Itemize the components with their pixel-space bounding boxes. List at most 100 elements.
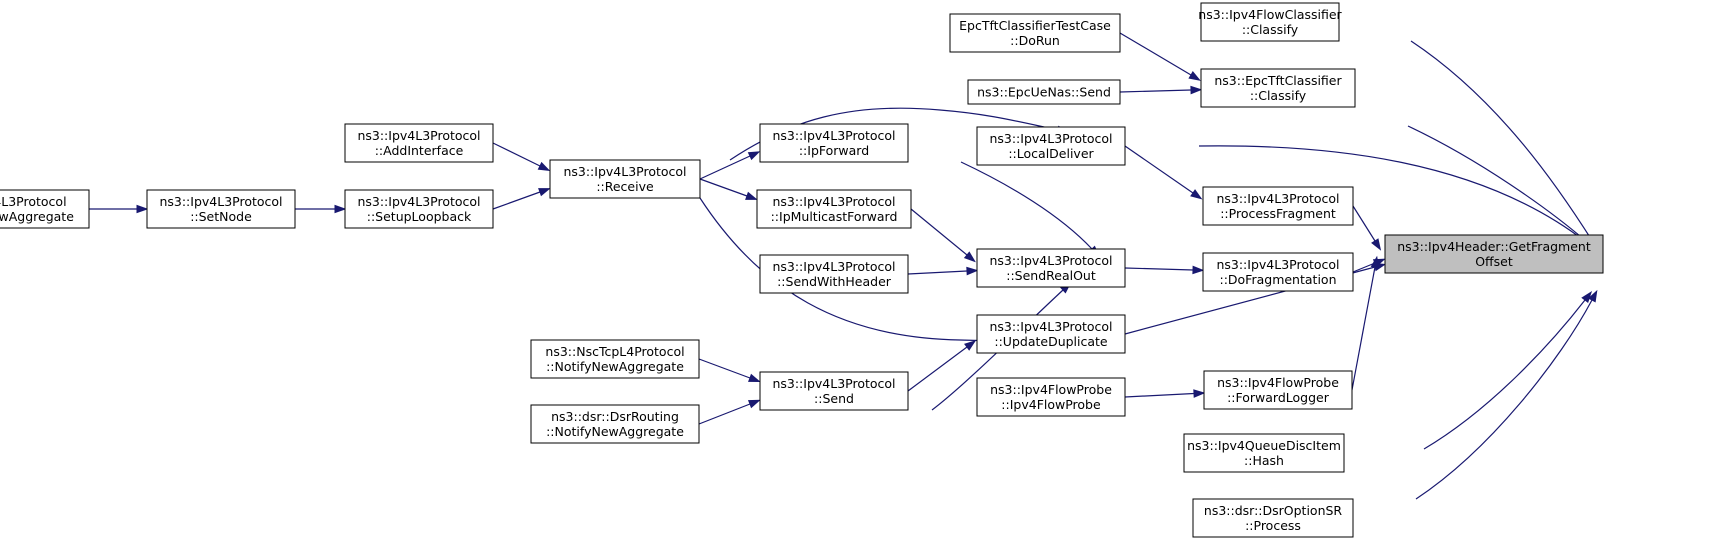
node-box [530,339,700,379]
node-label-line: Offset [1475,254,1513,269]
arrowhead [748,373,761,383]
edge-line [1124,145,1194,194]
edge-l3-send-to-l3-updateduplicate [907,340,977,392]
node-l3-sendwithheader[interactable]: ns3::Ipv4L3Protocol::SendWithHeader [759,254,909,294]
node-l3-setuploopback[interactable]: ns3::Ipv4L3Protocol::SetupLoopback [344,189,494,229]
node-label-line: ::Process [1245,518,1301,533]
node-label-line: ns3::Ipv4L3Protocol [357,194,480,209]
node-l3-updateduplicate[interactable]: ns3::Ipv4L3Protocol::UpdateDuplicate [976,314,1126,354]
node-l3-addinterface[interactable]: ns3::Ipv4L3Protocol::AddInterface [344,123,494,163]
node-box [759,123,909,163]
node-flowprobe-ctor[interactable]: ns3::Ipv4FlowProbe::Ipv4FlowProbe [976,377,1126,417]
edge-line [699,155,751,180]
edge-line [1423,299,1586,450]
node-label-line: ::SendRealOut [1006,268,1096,283]
node-box [1202,252,1354,292]
edge-line [1124,392,1195,398]
node-l3-sendrealout[interactable]: ns3::Ipv4L3Protocol::SendRealOut [976,248,1126,288]
arrowhead [1370,255,1380,269]
node-label-line: ::SetupLoopback [367,209,472,224]
edge-l3-ipforward-to-l3-sendrealout [960,161,1100,258]
arrowhead [1190,189,1203,200]
node-label-line: ::IpMulticastForward [771,209,898,224]
node-label-line: ns3::NscTcpL4Protocol [545,344,684,359]
node-label-line: ns3::Ipv4L3Protocol [1216,191,1339,206]
node-box [146,189,296,229]
node-l3-notifynewaggregate[interactable]: ns3::Ipv4L3Protocol::NotifyNewAggregate [0,189,90,229]
node-box [1183,433,1345,473]
node-l3-send[interactable]: ns3::Ipv4L3Protocol::Send [759,371,909,411]
node-dsroptionsr-process[interactable]: ns3::dsr::DsrOptionSR::Process [1192,498,1354,538]
node-label-line: ns3::Ipv4FlowProbe [1217,375,1339,390]
arrowhead [1190,85,1203,95]
node-l3-processfragment[interactable]: ns3::Ipv4L3Protocol::ProcessFragment [1202,186,1354,226]
edge-dsrrouting-notifynewaggregate-to-l3-send [698,399,761,425]
node-label-line: ns3::Ipv4L3Protocol [1216,257,1339,272]
node-flowprobe-forwardlogger[interactable]: ns3::Ipv4FlowProbe::ForwardLogger [1203,370,1353,410]
arrowhead [964,340,977,351]
node-box [967,79,1121,105]
node-label-line: ::LocalDeliver [1008,146,1094,161]
arrowhead [963,251,976,263]
node-l3-receive[interactable]: ns3::Ipv4L3Protocol::Receive [549,159,701,199]
node-label-line: ns3::EpcUeNas::Send [977,85,1111,100]
node-box [1192,498,1354,538]
edge-line [492,191,541,210]
node-queuedisc-hash[interactable]: ns3::Ipv4QueueDiscItem::Hash [1183,433,1345,473]
arrowhead [747,399,761,409]
node-nsctcp-notifynewaggregate[interactable]: ns3::NscTcpL4Protocol::NotifyNewAggregat… [530,339,700,379]
node-label-line: ns3::EpcTftClassifier [1214,73,1342,88]
node-l3-dofragmentation[interactable]: ns3::Ipv4L3Protocol::DoFragmentation [1202,252,1354,292]
node-box [549,159,701,199]
node-label-line: ::SendWithHeader [777,274,892,289]
node-box [976,126,1126,166]
node-label-line: ns3::Ipv4L3Protocol [772,259,895,274]
arrowhead [136,204,149,214]
node-l3-setnode[interactable]: ns3::Ipv4L3Protocol::SetNode [146,189,296,229]
node-label-line: EpcTftClassifierTestCase [959,18,1111,33]
edge-epcuenas-send-to-epctft-classify [1119,85,1203,95]
node-label-line: ns3::Ipv4FlowClassifier [1198,7,1342,22]
edge-flowprobe-ctor-to-flowprobe-forwardlogger [1124,389,1206,398]
node-dsrrouting-notifynewaggregate[interactable]: ns3::dsr::DsrRouting::NotifyNewAggregate [530,404,700,444]
node-label-line: ns3::dsr::DsrRouting [551,409,679,424]
node-flowclassifier-classify[interactable]: ns3::Ipv4FlowClassifier::Classify [1198,2,1343,42]
edge-flowclassifier-classify-to-getfragmentoffset [1410,40,1600,252]
edge-line [1352,262,1376,273]
node-label-line: ::Hash [1244,453,1284,468]
node-label-line: ns3::Ipv4QueueDiscItem [1187,438,1341,453]
node-label-line: ns3::dsr::DsrOptionSR [1204,503,1343,518]
arrowhead [1192,265,1205,275]
edge-l3-processfragment-to-getfragmentoffset [1352,205,1382,251]
arrowhead [538,188,551,197]
node-label-line: ::DoRun [1010,33,1060,48]
node-box [949,13,1121,53]
node-box [1202,186,1354,226]
arrowhead [747,151,761,161]
edge-line [1119,32,1192,76]
node-l3-ipforward[interactable]: ns3::Ipv4L3Protocol::IpForward [759,123,909,163]
node-box [976,314,1126,354]
node-epctft-testcase-dorun[interactable]: EpcTftClassifierTestCase::DoRun [949,13,1121,53]
edge-line [1198,145,1587,243]
edge-line [960,161,1093,250]
node-label-line: ::DoFragmentation [1219,272,1336,287]
edge-line [931,289,1064,411]
node-box [344,189,494,229]
node-label-line: ::ForwardLogger [1227,390,1330,405]
node-label-line: ::Classify [1250,88,1307,103]
node-box [756,189,912,229]
node-l3-localdeliver[interactable]: ns3::Ipv4L3Protocol::LocalDeliver [976,126,1126,166]
edge-l3-ipmulticastforward-to-l3-sendrealout [910,208,976,263]
node-label-line: ns3::Ipv4L3Protocol [989,253,1112,268]
node-epctft-classify[interactable]: ns3::EpcTftClassifier::Classify [1200,68,1356,108]
node-epcuenas-send[interactable]: ns3::EpcUeNas::Send [967,79,1121,105]
node-box [1384,234,1604,274]
node-label-line: ::Receive [596,179,654,194]
node-l3-ipmulticastforward[interactable]: ns3::Ipv4L3Protocol::IpMulticastForward [756,189,912,229]
arrowhead [966,266,979,276]
edge-line [1119,89,1192,93]
edge-l3-addinterface-to-l3-receive [492,142,551,172]
